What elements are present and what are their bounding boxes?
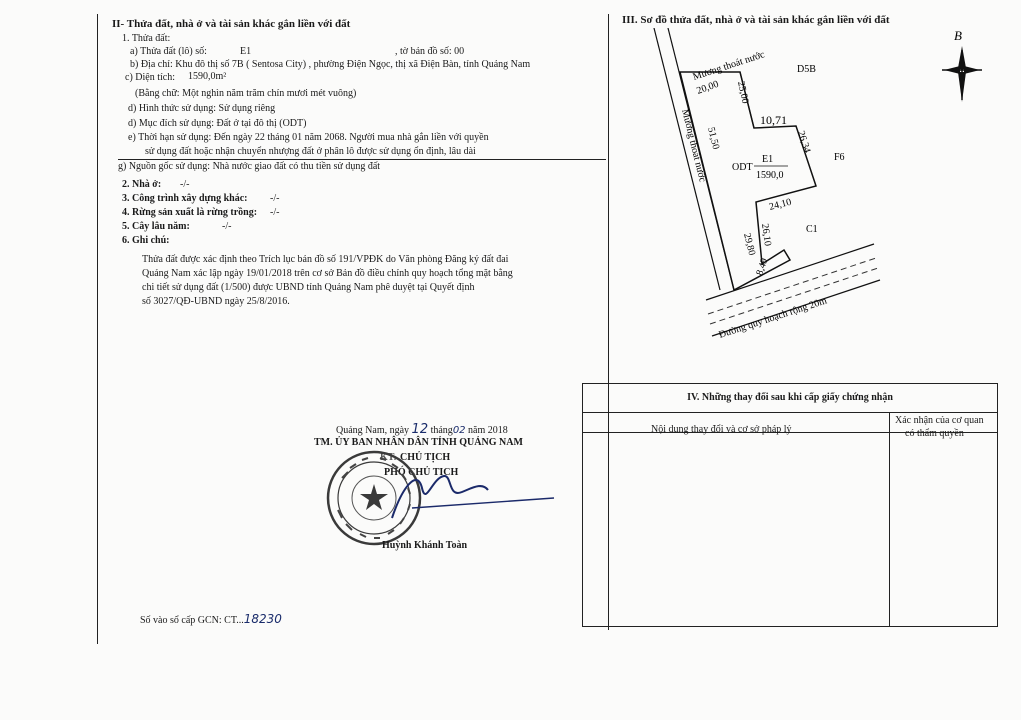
- dim-3: 26,34: [795, 130, 812, 155]
- label-parcel: E1: [762, 154, 773, 165]
- usage-form: d) Hình thức sử dụng: Sử dụng riêng: [128, 103, 276, 114]
- note-line-2: Quảng Nam xác lập ngày 19/01/2018 trên c…: [142, 268, 513, 279]
- section2-title: II- Thửa đất, nhà ở và tài sản khác gắn …: [112, 18, 351, 30]
- item-trees-value: -/-: [222, 221, 232, 232]
- label-f6: F6: [834, 152, 845, 163]
- area-value: 1590,0m²: [188, 71, 227, 82]
- address: b) Địa chỉ: Khu đô thị số 7B ( Sentosa C…: [130, 59, 531, 70]
- ditch-top-label: Mương thoát nước: [692, 49, 767, 83]
- note-line-3: chi tiết sử dụng đất (1/500) được UBND t…: [142, 282, 475, 293]
- sign-date: Quảng Nam, ngày 12 tháng02 năm 2018: [336, 422, 508, 437]
- parcel-number-value: E1: [240, 46, 252, 57]
- col-confirmation-2: có thẩm quyền: [905, 428, 964, 439]
- vice-chair-title: PHÓ CHỦ TỊCH: [384, 467, 459, 478]
- item-notes-label: 6. Ghi chú:: [122, 235, 170, 246]
- date-day: 12: [411, 422, 429, 437]
- parcel-number-label: a) Thửa đất (lô) số:: [130, 46, 207, 57]
- register-label: Số vào sổ cấp GCN: CT...: [140, 615, 244, 626]
- dim-4: 24,10: [768, 197, 792, 213]
- area-in-words: (Bằng chữ: Một nghìn năm trăm chín mươi …: [135, 88, 357, 99]
- item-forest-label: 4. Rừng sản xuất là rừng trồng:: [122, 207, 258, 218]
- note-line-1: Thửa đất được xác định theo Trích lục bả…: [142, 254, 509, 265]
- item-house-label: 2. Nhà ở:: [122, 179, 162, 190]
- item-trees-label: 5. Cây lâu năm:: [122, 221, 190, 232]
- dim-5: 26,10: [759, 223, 773, 247]
- column-divider: [608, 14, 609, 630]
- header-rule: [583, 432, 997, 433]
- dim-6: 29,80: [741, 232, 757, 256]
- dim-1: 25,00: [735, 80, 750, 104]
- signature-stroke: [391, 475, 489, 519]
- signature-line: [411, 497, 555, 509]
- col-confirmation-1: Xác nhận của cơ quan: [895, 415, 984, 426]
- date-prefix: Quảng Nam, ngày: [336, 425, 410, 436]
- dim-8: 51,50: [705, 126, 721, 150]
- col-divider: [889, 413, 890, 626]
- date-month-label: tháng: [430, 425, 453, 436]
- changes-table-title: IV. Những thay đổi sau khi cấp giấy chứn…: [583, 384, 997, 413]
- item-construction-label: 3. Công trình xây dựng khác:: [122, 193, 248, 204]
- issuing-org: TM. ỦY BAN NHÂN DÂN TỈNH QUẢNG NAM: [314, 437, 523, 448]
- item-construction-value: -/-: [270, 193, 280, 204]
- official-seal: [326, 450, 422, 546]
- label-d5b: D5B: [797, 64, 816, 75]
- usage-term-2: sử dụng đất hoặc nhận chuyển nhượng đất …: [145, 146, 476, 157]
- item-house-value: -/-: [180, 179, 190, 190]
- register-value: 18230: [243, 612, 282, 626]
- north-label: B: [954, 28, 962, 43]
- seal-and-signature: [326, 450, 555, 546]
- item-forest-value: -/-: [270, 207, 280, 218]
- north-arrow: [942, 46, 982, 102]
- section3-title: III. Sơ đồ thửa đất, nhà ở và tài sản kh…: [622, 14, 890, 26]
- note-line-4: số 3027/QĐ-UBND ngày 25/8/2016.: [142, 296, 290, 307]
- signer-name: Huỳnh Khánh Toàn: [382, 540, 468, 551]
- dim-7: 8,49: [754, 257, 770, 277]
- label-area: 1590,0: [756, 170, 784, 181]
- land-header: 1. Thửa đất:: [122, 33, 171, 44]
- map-sheet: , tờ bản đồ số: 00: [395, 46, 465, 57]
- left-border: [97, 14, 98, 644]
- road-label: Đường quy hoạch rộng 20m: [718, 295, 829, 340]
- usage-term-1: e) Thời hạn sử dụng: Đến ngày 22 tháng 0…: [128, 132, 489, 143]
- label-c1: C1: [806, 224, 818, 235]
- date-year: năm 2018: [468, 425, 508, 436]
- usage-origin: g) Nguồn gốc sử dụng: Nhà nước giao đất …: [118, 161, 381, 172]
- kt-label: KT.: [380, 452, 397, 463]
- register-number: Số vào sổ cấp GCN: CT...18230: [140, 612, 282, 626]
- label-odt: ODT: [732, 162, 753, 173]
- dim-2: 10,71: [760, 113, 787, 127]
- date-month: 02: [452, 425, 466, 436]
- area-label: c) Diện tích:: [125, 72, 175, 83]
- changes-table: IV. Những thay đổi sau khi cấp giấy chứn…: [582, 383, 998, 627]
- parcel-map: B Mương thoát nước Mương thoát nước D5B …: [653, 28, 982, 341]
- chair-title: CHỦ TỊCH: [400, 452, 451, 463]
- underline-rule: [118, 159, 606, 160]
- col-change-content: Nội dung thay đổi và cơ sở pháp lý: [651, 424, 792, 435]
- usage-purpose: d) Mục đích sử dụng: Đất ở tại đô thị (O…: [128, 118, 307, 129]
